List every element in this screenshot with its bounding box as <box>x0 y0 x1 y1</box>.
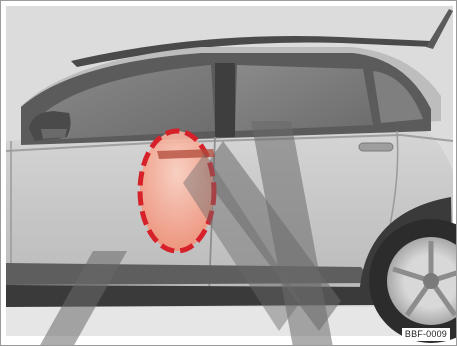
rim-hub <box>423 273 439 289</box>
figure-code: BBF-0009 <box>402 328 450 341</box>
rear-door-handle <box>359 143 393 151</box>
b-pillar <box>215 63 235 137</box>
